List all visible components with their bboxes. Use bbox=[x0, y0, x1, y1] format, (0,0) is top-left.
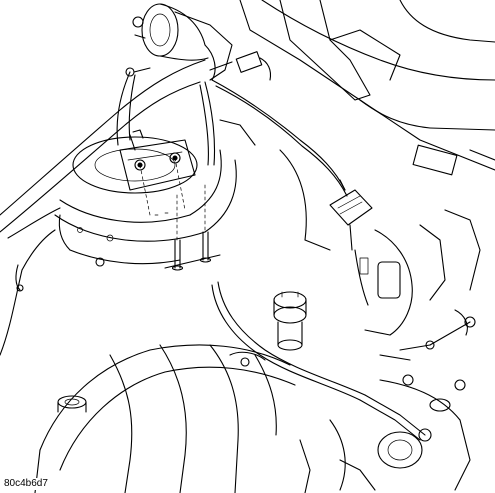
control-module bbox=[329, 179, 373, 251]
vacuum-hoses bbox=[116, 71, 348, 197]
servo-bracket bbox=[119, 129, 196, 191]
intake-manifold bbox=[34, 344, 296, 493]
ground-wire bbox=[15, 264, 24, 292]
figure-id-label: 80c4b6d7 bbox=[2, 478, 50, 490]
speed-control-servo bbox=[125, 3, 233, 81]
speed-control-cable bbox=[211, 249, 369, 401]
throttle-body bbox=[299, 379, 471, 493]
power-steering-reservoir bbox=[273, 291, 307, 351]
vacuum-fittings bbox=[379, 316, 476, 386]
mounting-studs bbox=[154, 212, 221, 271]
servo-connector bbox=[209, 51, 272, 81]
strut-tower bbox=[54, 136, 237, 267]
alignment-lines bbox=[139, 157, 206, 241]
cowl-panel bbox=[239, 0, 495, 176]
fender-panel bbox=[0, 59, 206, 356]
right-wheelhouse bbox=[279, 149, 481, 336]
